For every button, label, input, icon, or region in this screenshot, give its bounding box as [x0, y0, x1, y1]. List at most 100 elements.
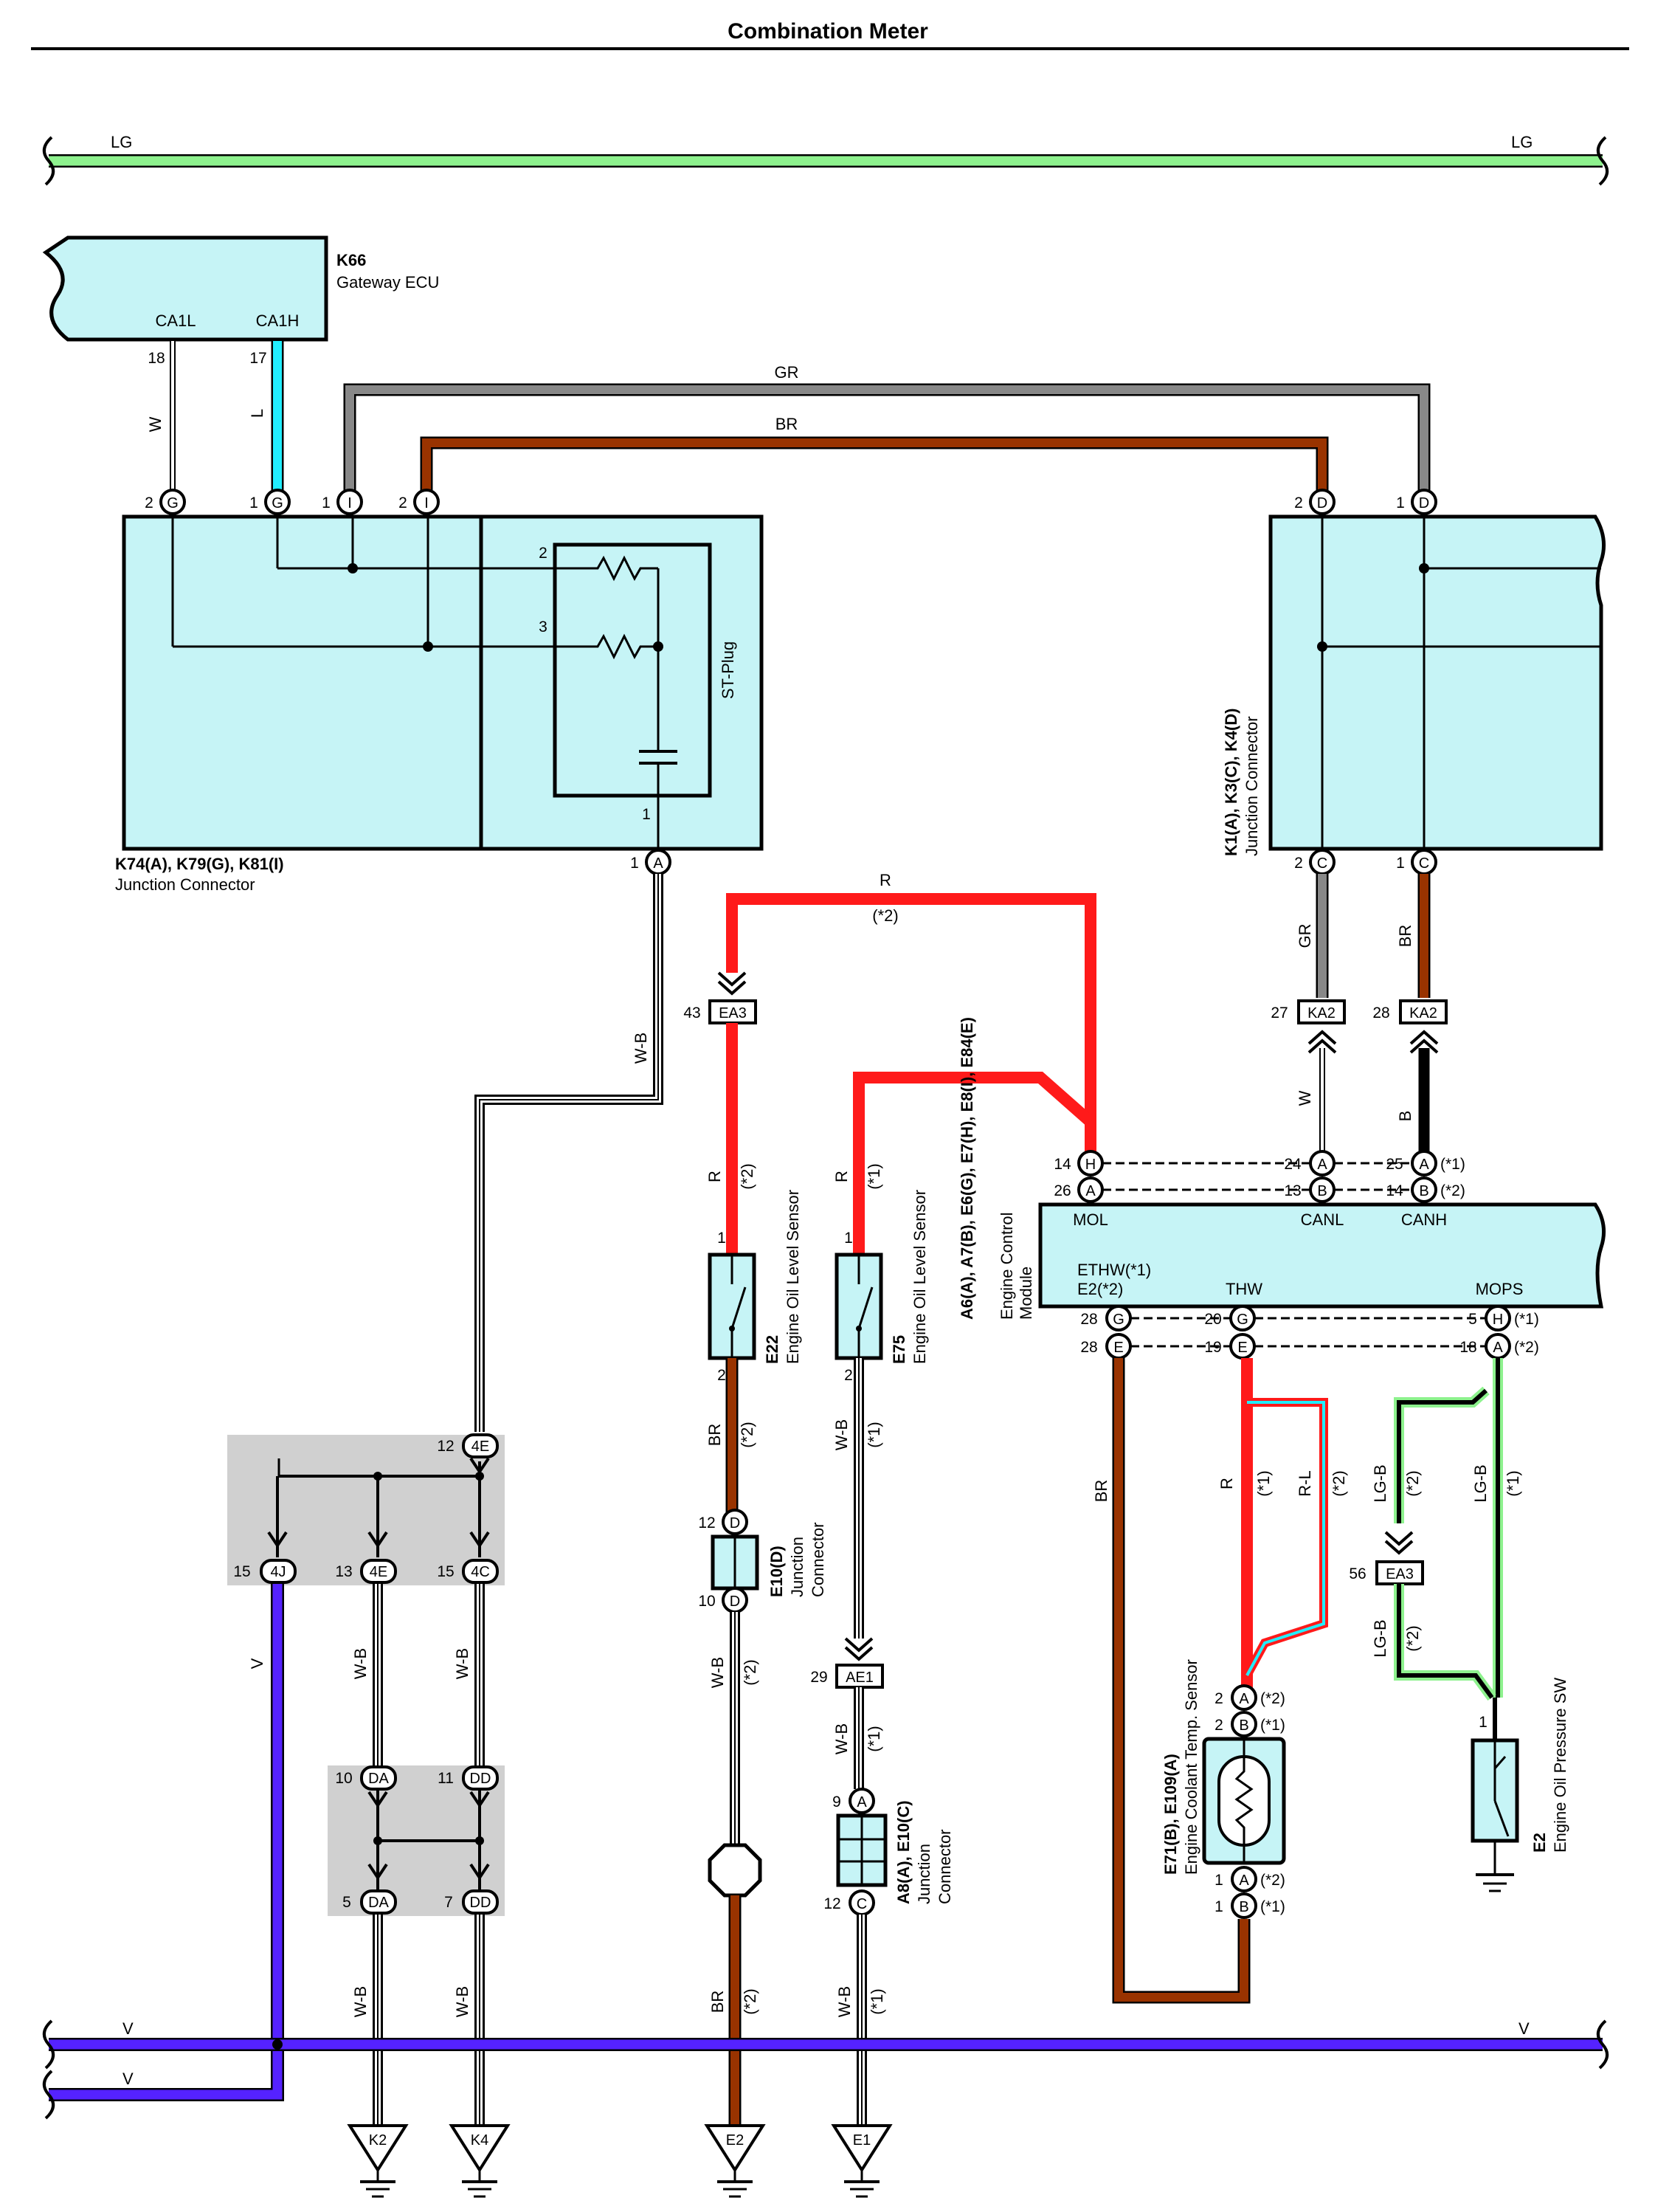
wire-wb-dd: W-B: [453, 1915, 485, 2126]
svg-text:B: B: [1317, 1183, 1327, 1199]
svg-text:(*2): (*2): [1403, 1625, 1422, 1651]
jc-left-pin-i2: I 2: [398, 489, 440, 515]
ecm-top-pins: H 14 A 26 A 24 B 13 A 25 (*1) B 14 (*: [1054, 1150, 1465, 1203]
svg-text:BR: BR: [705, 1424, 724, 1447]
wire-label-l: L: [248, 409, 266, 418]
a8-junction-connector: A 9 C 12 A8(A), E10(C) Junction Connecto…: [823, 1788, 954, 1916]
svg-text:(*2): (*2): [1330, 1470, 1348, 1496]
ecm-pin-a18: A 18 (*2): [1459, 1333, 1539, 1360]
svg-text:A: A: [1239, 1872, 1249, 1889]
ground-k2: K2: [347, 2124, 409, 2198]
svg-text:29: 29: [810, 1669, 827, 1686]
svg-text:EA3: EA3: [719, 1005, 747, 1021]
jb-4j: 4J 15: [233, 1559, 297, 1584]
svg-text:(*1): (*1): [865, 1163, 883, 1189]
st-plug-label: ST-Plug: [719, 641, 737, 699]
wire-br-e2-ground: BR (*2): [708, 1895, 759, 2126]
connector-ae1: AE1 29: [810, 1637, 884, 1689]
svg-text:12: 12: [437, 1438, 454, 1455]
svg-text:W-B: W-B: [453, 1648, 471, 1679]
jc-right-pin-c2: C 2: [1294, 849, 1336, 875]
svg-text:(*1): (*1): [1504, 1470, 1522, 1496]
lg-bus: LG LG: [43, 133, 1609, 186]
svg-text:D: D: [1419, 495, 1429, 511]
jb-da-top: DA 10: [335, 1765, 397, 1791]
svg-text:4E: 4E: [471, 1439, 489, 1455]
junction-connector-left: ST-Plug 2 3 1 K74(A), K79(G), K81(I) Jun…: [115, 514, 764, 894]
svg-text:2: 2: [1294, 855, 1303, 872]
jc-right-pin-d1: D 1: [1396, 489, 1437, 515]
svg-text:CANH: CANH: [1401, 1210, 1447, 1229]
wire-label-br-top: BR: [775, 415, 798, 433]
svg-text:(*1): (*1): [1260, 1898, 1285, 1915]
svg-text:24: 24: [1284, 1156, 1302, 1173]
svg-text:20: 20: [1204, 1311, 1221, 1328]
svg-text:E2: E2: [1530, 1833, 1549, 1853]
ecm-pin-g28: G 28: [1080, 1305, 1132, 1331]
svg-text:(*2): (*2): [1403, 1470, 1422, 1496]
svg-text:W-B: W-B: [708, 1657, 727, 1688]
svg-text:(*1): (*1): [1440, 1156, 1465, 1173]
svg-text:(*2): (*2): [741, 1659, 759, 1685]
svg-text:A6(A), A7(B), E6(G), E7(H), E8: A6(A), A7(B), E6(G), E7(H), E8(I), E84(E…: [958, 1017, 976, 1320]
svg-text:2: 2: [145, 495, 153, 511]
jb-4e-top: 4E 12: [437, 1433, 499, 1458]
svg-text:E2: E2: [726, 2132, 744, 2149]
wire-w-canl: W: [1296, 1048, 1325, 1151]
jb-dd: DD 7: [444, 1889, 499, 1915]
svg-text:(*1): (*1): [1254, 1470, 1273, 1496]
svg-text:B: B: [1239, 1899, 1248, 1915]
st-plug-pin-1: 1: [642, 806, 651, 823]
svg-text:(*2): (*2): [1260, 1690, 1285, 1707]
jc-right-pin-c1: C 1: [1396, 849, 1437, 875]
sensor-pin-b2: B 2 (*1): [1215, 1711, 1285, 1737]
ecm-pin-b13: B 13: [1284, 1176, 1336, 1203]
ecm-pin-h14: H 14: [1054, 1150, 1104, 1176]
junction-block-4e: 4E 12 4J 15 4E 13 4C 15: [227, 1433, 505, 1585]
jc-left-name: Junction Connector: [115, 875, 255, 894]
svg-text:Junction: Junction: [788, 1537, 806, 1597]
svg-text:2: 2: [398, 495, 407, 511]
ecm-pin-a26: A 26: [1054, 1176, 1104, 1203]
svg-text:10: 10: [698, 1593, 715, 1610]
svg-text:13: 13: [335, 1563, 352, 1580]
gateway-code: K66: [336, 251, 366, 269]
wire-wb-ae1: W-B (*1): [832, 1687, 883, 1789]
svg-text:R: R: [705, 1171, 724, 1182]
ground-e2: E2: [704, 2124, 766, 2198]
ecm-pin-a25: A 25 (*1): [1386, 1150, 1465, 1176]
jb-4c: 4C 15: [437, 1559, 499, 1584]
svg-text:MOL: MOL: [1073, 1210, 1108, 1229]
svg-text:1: 1: [1215, 1872, 1223, 1889]
svg-text:R: R: [1217, 1478, 1236, 1489]
gateway-pin-ca1l: CA1L: [155, 311, 196, 330]
svg-text:28: 28: [1080, 1311, 1097, 1328]
svg-text:I: I: [348, 495, 352, 511]
jc-left-pin-i1: I 1: [322, 489, 363, 515]
svg-text:A: A: [653, 855, 663, 872]
svg-text:ETHW(*1): ETHW(*1): [1077, 1261, 1151, 1279]
svg-text:5: 5: [1468, 1311, 1477, 1328]
svg-text:Connector: Connector: [936, 1829, 954, 1904]
ecm-bottom-pins: G 28 E 28 G 20 E 19 H 5 (*1) A 18 (*2: [1080, 1305, 1539, 1360]
svg-text:(*1): (*1): [868, 1988, 886, 2014]
wire-wb-4c: W-B: [453, 1584, 485, 1767]
v-bus: V V V: [43, 2019, 1609, 2120]
svg-text:E22: E22: [763, 1335, 781, 1364]
svg-text:Module: Module: [1017, 1267, 1035, 1320]
wire-r-thw: R (*1): [1217, 1358, 1273, 1690]
svg-text:2: 2: [1294, 495, 1303, 511]
e75-oil-level-sensor: 1 2 E75 Engine Oil Level Sensor: [835, 1190, 929, 1384]
lg-bus-label-right: LG: [1511, 133, 1533, 151]
svg-text:9: 9: [832, 1794, 841, 1810]
svg-text:H: H: [1493, 1312, 1503, 1328]
svg-text:W-B: W-B: [832, 1723, 851, 1754]
svg-text:C: C: [1317, 855, 1327, 872]
page-title: Combination Meter: [728, 19, 928, 44]
svg-text:R: R: [832, 1171, 851, 1182]
ecm-pin-g20: G 20: [1204, 1305, 1256, 1331]
svg-text:(*2): (*2): [1514, 1339, 1539, 1356]
svg-text:1: 1: [1396, 495, 1405, 511]
jc-right-codes: K1(A), K3(C), K4(D): [1222, 709, 1240, 856]
svg-text:(*2): (*2): [1440, 1182, 1465, 1199]
